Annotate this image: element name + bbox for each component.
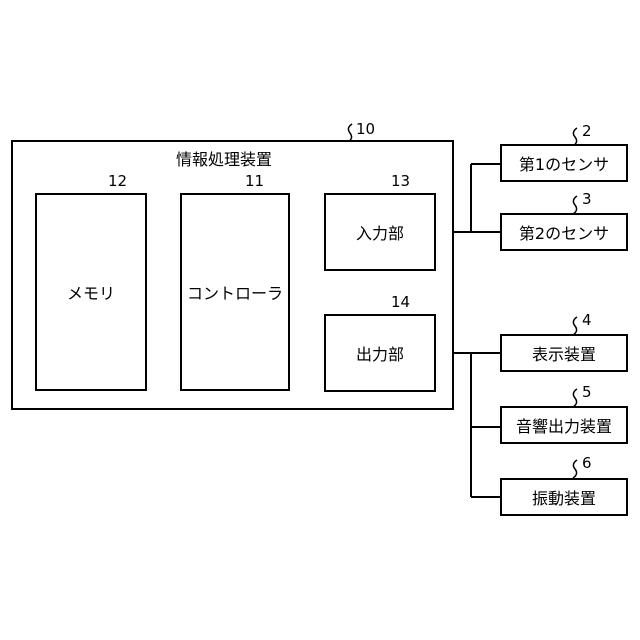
sensor1-box: 第1のセンサ <box>500 144 628 182</box>
memory-label: メモリ <box>67 280 115 304</box>
output-unit-box: 出力部 <box>324 314 436 392</box>
controller-box: コントローラ <box>180 193 290 391</box>
output-unit-ref: 14 <box>391 293 410 311</box>
sensor2-box: 第2のセンサ <box>500 213 628 251</box>
vibration-device-label: 振動装置 <box>532 485 596 509</box>
device-ref: 10 <box>356 120 375 138</box>
memory-ref: 12 <box>108 172 127 190</box>
device-title: 情報処理装置 <box>176 146 272 170</box>
controller-ref: 11 <box>245 172 264 190</box>
ref-hook-4 <box>573 317 577 335</box>
audio-output-device-label: 音響出力装置 <box>516 413 612 437</box>
display-device-box: 表示装置 <box>500 334 628 372</box>
vibration-device-box: 振動装置 <box>500 478 628 516</box>
controller-label: コントローラ <box>187 280 283 304</box>
output-unit-label: 出力部 <box>356 341 404 365</box>
ref-hook-6 <box>573 460 577 478</box>
audio-output-device-box: 音響出力装置 <box>500 406 628 444</box>
input-unit-box: 入力部 <box>324 193 436 271</box>
input-unit-label: 入力部 <box>356 220 404 244</box>
input-unit-ref: 13 <box>391 172 410 190</box>
sensor1-label: 第1のセンサ <box>519 151 609 175</box>
display-device-label: 表示装置 <box>532 341 596 365</box>
display-device-ref: 4 <box>582 311 592 329</box>
sensor2-ref: 3 <box>582 190 592 208</box>
ref-hook-3 <box>573 196 577 214</box>
audio-output-device-ref: 5 <box>582 383 592 401</box>
vibration-device-ref: 6 <box>582 454 592 472</box>
memory-box: メモリ <box>35 193 147 391</box>
ref-hook-5 <box>573 389 577 407</box>
sensor2-label: 第2のセンサ <box>519 220 609 244</box>
sensor1-ref: 2 <box>582 122 592 140</box>
